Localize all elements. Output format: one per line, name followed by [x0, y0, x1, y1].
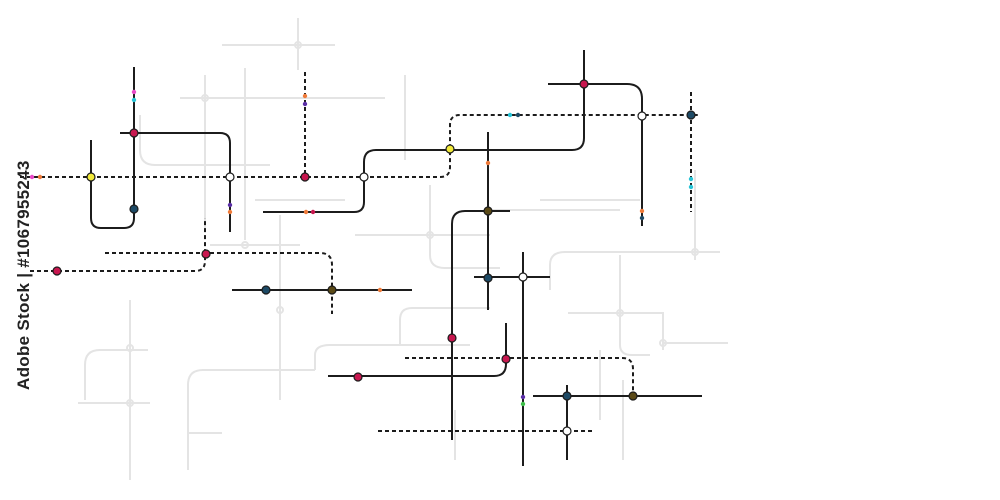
- faint-station: [241, 241, 249, 249]
- line-accent-dot: [302, 93, 308, 99]
- stations: [52, 79, 696, 436]
- metro-line-solid: [328, 323, 507, 377]
- stock-credit-text: Adobe Stock | #1067955243: [14, 160, 33, 390]
- metro-line-dashed: [20, 114, 700, 178]
- station-dot: [225, 172, 235, 182]
- faint-station: [201, 94, 209, 102]
- station-dot: [562, 426, 572, 436]
- faint-line: [549, 251, 720, 290]
- line-accent-dot: [227, 202, 233, 208]
- faint-line: [139, 115, 270, 166]
- faint-station: [426, 231, 434, 239]
- line-accent-dot: [303, 209, 309, 215]
- line-accent-dot: [302, 101, 308, 107]
- line-accent-dot: [131, 97, 137, 103]
- station-dot: [52, 266, 62, 276]
- station-dot: [201, 249, 211, 259]
- metro-line-dashed: [105, 252, 333, 314]
- line-accent-dot: [29, 174, 35, 180]
- line-accent-dot: [377, 287, 383, 293]
- metro-line-dashed: [405, 357, 634, 392]
- line-accent-dot: [507, 112, 513, 118]
- line-accent-dot: [485, 160, 491, 166]
- station-dot: [129, 128, 139, 138]
- metro-line-solid: [263, 50, 585, 213]
- station-dot: [518, 272, 528, 282]
- line-accent-dot: [639, 215, 645, 221]
- metro-line-solid: [120, 132, 231, 232]
- metro-line-solid: [548, 83, 643, 226]
- station-dot: [129, 204, 139, 214]
- metro-line-solid: [451, 210, 510, 440]
- faint-line: [187, 369, 315, 470]
- faint-station: [691, 248, 699, 256]
- metro-line-solid: [90, 140, 135, 229]
- line-accent-marks: [29, 89, 694, 407]
- faint-station: [659, 339, 667, 347]
- faint-line: [399, 307, 490, 345]
- faint-line: [619, 344, 650, 356]
- faint-station: [276, 306, 284, 314]
- station-dot: [637, 111, 647, 121]
- faint-station: [126, 344, 134, 352]
- line-accent-dot: [131, 89, 137, 95]
- station-dot: [445, 144, 455, 154]
- station-dot: [501, 354, 511, 364]
- station-dot: [562, 391, 572, 401]
- line-accent-dot: [227, 209, 233, 215]
- faint-background-lines: [78, 18, 728, 480]
- faint-station: [294, 41, 302, 49]
- station-dot: [447, 333, 457, 343]
- line-accent-dot: [515, 112, 521, 118]
- line-accent-dot: [520, 394, 526, 400]
- faint-line: [429, 185, 500, 269]
- station-dot: [327, 285, 337, 295]
- station-dot: [686, 110, 696, 120]
- station-dot: [359, 172, 369, 182]
- line-accent-dot: [688, 176, 694, 182]
- faint-line: [84, 349, 148, 400]
- line-accent-dot: [639, 208, 645, 214]
- faint-line: [568, 312, 664, 350]
- station-dot: [353, 372, 363, 382]
- faint-line: [314, 344, 470, 370]
- line-accent-dot: [688, 184, 694, 190]
- line-accent-dot: [310, 209, 316, 215]
- station-dot: [628, 391, 638, 401]
- station-dot: [579, 79, 589, 89]
- station-dot: [86, 172, 96, 182]
- station-dot: [483, 206, 493, 216]
- station-dot: [261, 285, 271, 295]
- line-accent-dot: [37, 174, 43, 180]
- station-dot: [300, 172, 310, 182]
- station-dot: [483, 273, 493, 283]
- line-accent-dot: [520, 401, 526, 407]
- faint-station: [616, 309, 624, 317]
- metro-line-dashed: [30, 218, 206, 272]
- faint-station: [126, 399, 134, 407]
